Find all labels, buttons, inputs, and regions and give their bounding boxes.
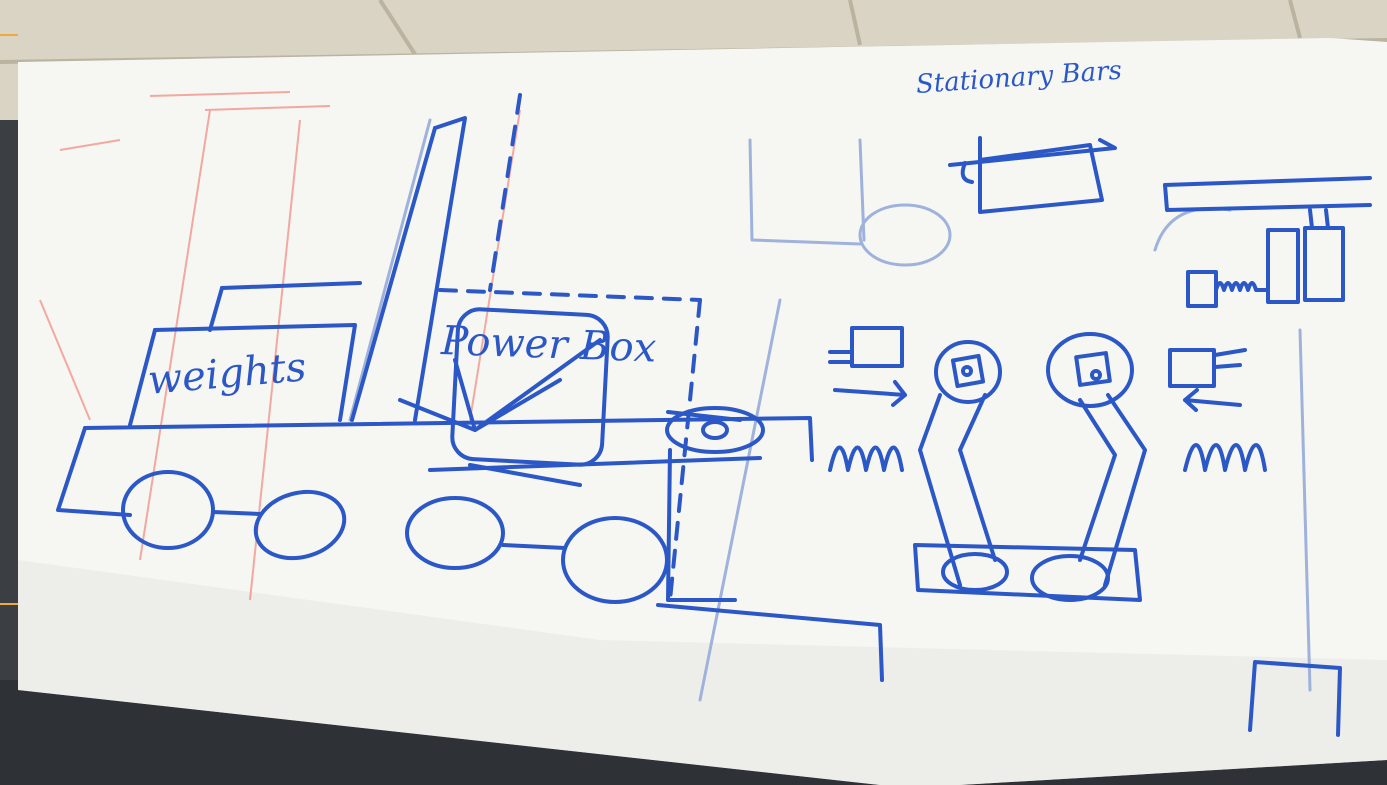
- label-power-box: Power Box: [440, 318, 657, 371]
- edge-accents: [0, 35, 18, 604]
